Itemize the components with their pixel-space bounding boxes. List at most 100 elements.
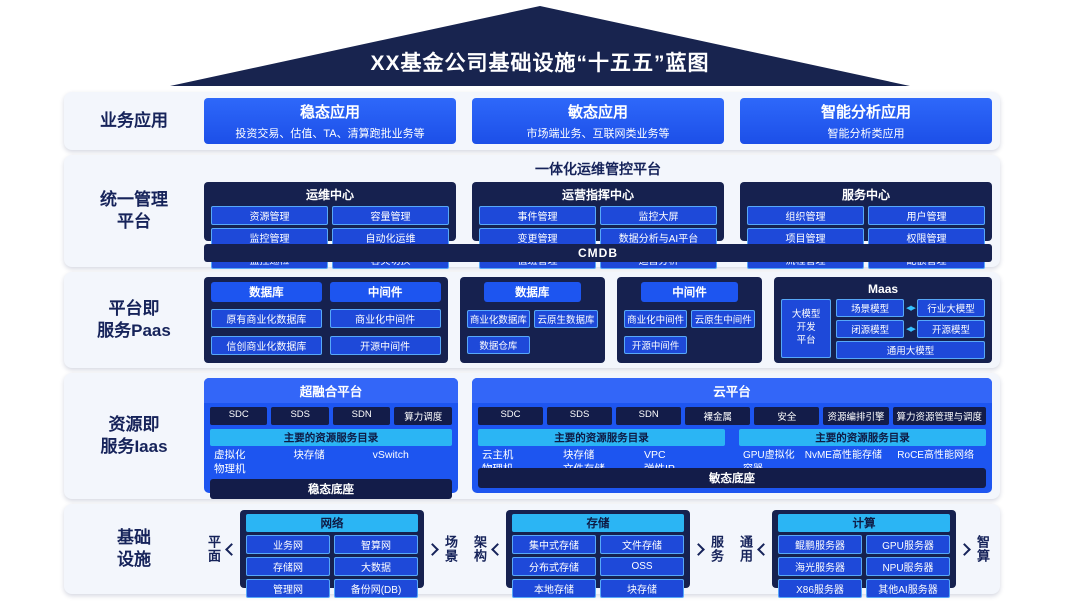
center-name: 运营指挥中心	[561, 188, 634, 202]
center-name: 服务中心	[841, 188, 890, 202]
app-subtitle: 智能分析类应用	[827, 128, 905, 140]
database-header: 数据库	[483, 282, 581, 302]
app-subtitle: 市场端业务、互联网类业务等	[526, 128, 670, 140]
storage-items: 集中式存储 文件存储 分布式存储 OSS 本地存储 块存储	[512, 535, 684, 598]
middleware-header: 中间件	[640, 282, 739, 302]
legacy-db-middleware-panel: 数据库 原有商业化数据库 信创商业化数据库 中间件 商业化中间件 开源中间件	[204, 277, 448, 363]
left-axis-label: 架构	[472, 535, 487, 563]
service-center-panel: 服务中心 组织管理 用户管理 项目管理 权限管理 流程管理 配额管理	[740, 182, 992, 269]
catalog-item: 云主机	[481, 449, 514, 461]
catalog-item: 虚拟化	[214, 449, 246, 461]
sdx-box: SDC	[210, 407, 268, 425]
network-group: 平面 网络 业务网 智算网 存储网 大数据 管理网 备份网(DB)	[204, 510, 460, 598]
paas-item-chip: 商业化中间件	[623, 310, 688, 328]
infra-item-chip: 其他AI服务器	[866, 579, 950, 598]
infra-item-chip: 海光服务器	[778, 557, 862, 576]
sdx-box: SDS	[271, 407, 329, 425]
right-axis-label: 智算	[975, 535, 990, 563]
business-apps-content: 稳态应用 投资交易、估值、TA、清算跑批业务等 敏态应用 市场端业务、互联网类业…	[204, 92, 1000, 150]
catalog-item: GPU虚拟化	[742, 450, 795, 461]
database-header: 数据库	[211, 282, 322, 302]
maas-body: 大模型 开发 平台 场景模型 ◀▶ 行业大模型 闭源模型 ◀▶ 开源模型	[781, 299, 985, 359]
sdx-box: 裸金属	[685, 407, 751, 425]
sdx-box: SDS	[547, 407, 613, 425]
infrastructure-content: 平面 网络 业务网 智算网 存储网 大数据 管理网 备份网(DB)	[204, 504, 1000, 598]
infra-item-chip: 管理网	[246, 579, 330, 598]
band-management-platform: 统一管理 平台 一体化运维管控平台 运维中心 资源管理 容量管理 监控管理 自动…	[64, 155, 1000, 269]
infra-item-chip: NPU服务器	[866, 557, 950, 576]
compute-panel: 计算 鲲鹏服务器 GPU服务器 海光服务器 NPU服务器 X86服务器 其他AI…	[772, 510, 956, 598]
band-paas: 平台即 服务Paas 数据库 原有商业化数据库 信创商业化数据库 中间件 商业化…	[64, 272, 1000, 368]
catalog-item: vSwitch	[372, 449, 409, 461]
infra-item-chip: 大数据	[334, 557, 418, 576]
infra-item-chip: 鲲鹏服务器	[778, 535, 862, 554]
ops-item-chip: 事件管理	[479, 206, 596, 225]
cloud-catalog-left: 主要的资源服务目录 云主机 块存储 VPC 物理机 文件存储 弹性IP 容器 对…	[477, 429, 725, 489]
hci-sdx-row: SDC SDS SDN 算力调度	[210, 407, 452, 425]
compute-group: 通用 计算 鲲鹏服务器 GPU服务器 海光服务器 NPU服务器 X86服务器 其…	[736, 510, 992, 598]
model-pair-row: 闭源模型 ◀▶ 开源模型	[836, 320, 985, 338]
cloud-header: 云平台	[471, 378, 992, 403]
catalog-item: 块存储	[293, 449, 325, 461]
band-business-apps: 业务应用 稳态应用 投资交易、估值、TA、清算跑批业务等 敏态应用 市场端业务、…	[64, 92, 1000, 150]
database-items: 原有商业化数据库 信创商业化数据库	[211, 306, 322, 358]
sdx-box: 资源编排引擎	[823, 407, 889, 425]
sdx-box: SDC	[477, 407, 544, 425]
band-label-iaas: 资源即 服务Iaas	[100, 414, 168, 456]
band-iaas: 资源即 服务Iaas 超融合平台 SDC SDS SDN 算力调度 主要的资源服…	[64, 373, 1000, 499]
band-infrastructure: 基础 设施 平面 网络 业务网 智算网 存储网 大数据 管理网 备份网(DB)	[64, 504, 1000, 598]
roof-banner: XX基金公司基础设施“十五五”蓝图	[170, 6, 910, 86]
sdx-box: 安全	[754, 407, 820, 425]
chevron-left-icon	[757, 542, 770, 556]
paas-item-chip: 原有商业化数据库	[211, 309, 322, 329]
app-box-intelligent-analysis: 智能分析应用 智能分析类应用	[740, 98, 992, 144]
catalog-title: 主要的资源服务目录	[477, 429, 725, 446]
stable-base-bar: 稳态底座	[210, 479, 452, 499]
infra-item-chip: 备份网(DB)	[334, 579, 418, 598]
chevron-right-icon	[692, 542, 705, 556]
ops-center-panel: 运维中心 资源管理 容量管理 监控管理 自动化运维 监控巡检 容灾切换	[204, 182, 456, 269]
band-label-management: 统一管理 平台	[100, 189, 168, 231]
catalog-item: VPC	[643, 449, 666, 461]
swap-arrow-icon: ◀▶	[906, 326, 916, 333]
model-pair-row: 场景模型 ◀▶ 行业大模型	[836, 299, 985, 317]
infra-item-chip: GPU服务器	[866, 535, 950, 554]
maas-models: 场景模型 ◀▶ 行业大模型 闭源模型 ◀▶ 开源模型 通用大模型	[836, 299, 985, 359]
chevron-left-icon	[225, 542, 238, 556]
storage-header: 存储	[512, 514, 684, 532]
chevron-left-icon	[491, 542, 504, 556]
database-items: 商业化数据库 云原生数据库 数据仓库	[466, 306, 598, 358]
iaas-content: 超融合平台 SDC SDS SDN 算力调度 主要的资源服务目录 虚拟化 块存储…	[204, 373, 1000, 499]
catalog-item: 块存储	[562, 449, 595, 461]
middleware-items: 商业化中间件 开源中间件	[329, 306, 441, 358]
ops-item-chip: 容量管理	[332, 206, 449, 225]
chevron-right-icon	[426, 542, 439, 556]
infra-item-chip: 存储网	[246, 557, 330, 576]
maas-header: Maas	[868, 282, 899, 296]
ops-item-chip: 监控大屏	[600, 206, 717, 225]
left-axis-label: 平面	[206, 535, 221, 563]
center-name: 运维中心	[305, 188, 354, 202]
infra-item-chip: X86服务器	[778, 579, 862, 598]
app-title: 敏态应用	[567, 104, 628, 121]
swap-arrow-icon: ◀▶	[906, 305, 916, 312]
hci-catalog-items: 虚拟化 块存储 vSwitch 物理机	[210, 449, 452, 476]
hci-header: 超融合平台	[204, 378, 458, 403]
general-llm-chip: 通用大模型	[836, 341, 985, 359]
agile-base-bar: 敏态底座	[477, 468, 986, 488]
infra-item-chip: 集中式存储	[512, 535, 596, 554]
model-chip: 开源模型	[916, 320, 985, 338]
app-box-stable: 稳态应用 投资交易、估值、TA、清算跑批业务等	[204, 98, 456, 144]
storage-group: 架构 存储 集中式存储 文件存储 分布式存储 OSS 本地存储 块存储	[470, 510, 726, 598]
compute-items: 鲲鹏服务器 GPU服务器 海光服务器 NPU服务器 X86服务器 其他AI服务器	[778, 535, 950, 598]
right-axis-label: 服务	[709, 535, 724, 563]
app-box-agile: 敏态应用 市场端业务、互联网类业务等	[472, 98, 724, 144]
sdx-box: SDN	[332, 407, 391, 425]
band-label-paas: 平台即 服务Paas	[97, 298, 171, 340]
paas-item-chip: 开源中间件	[623, 336, 688, 354]
middleware-items: 商业化中间件 云原生中间件 开源中间件	[623, 306, 756, 358]
infra-item-chip: 本地存储	[512, 579, 596, 598]
command-center-panel: 运营指挥中心 事件管理 监控大屏 变更管理 数据分析与AI平台 值班管理 运营分…	[472, 182, 724, 269]
network-panel: 网络 业务网 智算网 存储网 大数据 管理网 备份网(DB)	[240, 510, 424, 598]
